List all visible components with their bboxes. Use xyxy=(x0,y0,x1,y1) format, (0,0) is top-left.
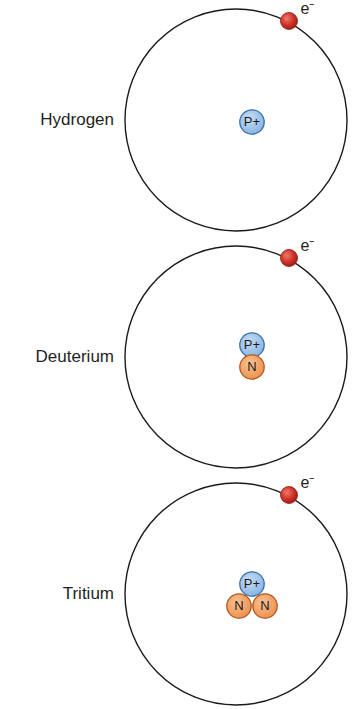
electron-dot-shape xyxy=(280,12,298,30)
electron-orbit-outline xyxy=(125,246,347,468)
proton-circle: P+ xyxy=(239,109,265,135)
electron-orbit: Deuteriume⁻P+N xyxy=(124,245,348,469)
proton-symbol: P+ xyxy=(244,338,260,352)
electron-dot: e⁻ xyxy=(280,486,298,504)
proton-circle-outline xyxy=(240,572,264,596)
electron-dot: e⁻ xyxy=(280,249,298,267)
electron-dot-outline xyxy=(280,487,297,504)
electron-symbol: e⁻ xyxy=(301,0,315,18)
proton-symbol: P+ xyxy=(244,115,260,129)
electron-orbit-outline xyxy=(125,483,347,705)
electron-dot-outline xyxy=(280,13,297,30)
electron-orbit-outline xyxy=(125,9,347,231)
proton-symbol: P+ xyxy=(244,577,260,591)
neutron-circle-outline xyxy=(253,594,277,618)
isotope-name: Hydrogen xyxy=(40,111,114,130)
proton-circle: P+ xyxy=(239,332,265,358)
electron-orbit: Hydrogene⁻P+ xyxy=(124,8,348,232)
neutron-symbol: N xyxy=(234,599,243,613)
neutron-circle: N xyxy=(252,593,278,619)
neutron-symbol: N xyxy=(247,360,256,374)
electron-orbit: Tritiume⁻P+NN xyxy=(124,482,348,706)
electron-dot-outline xyxy=(280,250,297,267)
electron-dot-shape xyxy=(280,249,298,267)
proton-circle-outline xyxy=(240,333,264,357)
electron-orbit-shape xyxy=(124,8,348,232)
neutron-circle-outline xyxy=(227,594,251,618)
neutron-circle: N xyxy=(239,354,265,380)
electron-dot-shape xyxy=(280,486,298,504)
neutron-circle-outline xyxy=(240,355,264,379)
electron-symbol: e⁻ xyxy=(301,237,315,255)
neutron-circle: N xyxy=(226,593,252,619)
electron-symbol: e⁻ xyxy=(301,474,315,492)
electron-orbit-shape xyxy=(124,245,348,469)
electron-dot: e⁻ xyxy=(280,12,298,30)
isotope-name: Tritium xyxy=(63,585,114,604)
neutron-symbol: N xyxy=(260,599,269,613)
proton-circle-outline xyxy=(240,110,264,134)
proton-circle: P+ xyxy=(239,571,265,597)
isotope-name: Deuterium xyxy=(36,348,114,367)
